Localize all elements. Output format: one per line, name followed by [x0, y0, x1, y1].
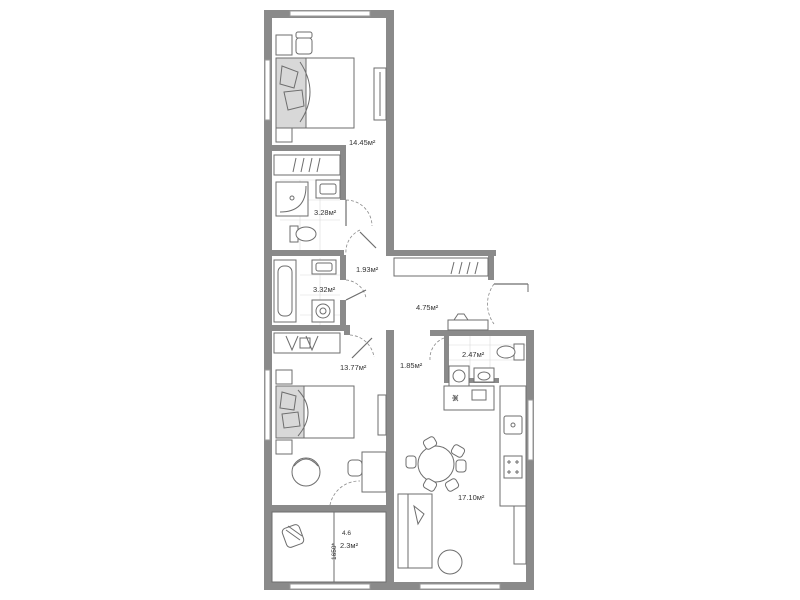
- window-icon: [264, 59, 271, 121]
- wall-wc-left: [444, 336, 449, 381]
- wall-bed2-stub: [344, 325, 350, 335]
- nightstand-icon: [275, 369, 293, 385]
- chair-icon: [281, 524, 305, 548]
- desk-icon: [361, 451, 387, 493]
- wall-bed1-bath1: [264, 145, 344, 151]
- nightstand-icon: [275, 439, 293, 455]
- wc: 2.47м²: [429, 336, 526, 387]
- room-area-label: 14.45м²: [349, 138, 376, 147]
- stove-icon: [503, 455, 523, 479]
- room-area-label: 1.85м²: [400, 361, 423, 370]
- nightstand-icon: [275, 127, 293, 143]
- window-icon: [289, 10, 371, 17]
- sink-icon: [311, 259, 337, 275]
- room-area-label: 2.47м²: [462, 350, 485, 359]
- door-icon: [351, 337, 373, 359]
- door-icon: [359, 231, 377, 249]
- door-swing: [429, 337, 445, 361]
- wall-bath2-right: [340, 255, 346, 280]
- hall: 4.75м²: [393, 257, 529, 331]
- wall-right-upper: [386, 10, 394, 250]
- wall-bath1-right: [340, 145, 346, 200]
- door-icon: [345, 289, 367, 301]
- door-swing: [345, 229, 361, 255]
- chair-icon: [347, 459, 363, 477]
- room-area-label: 1.93м²: [356, 265, 379, 274]
- wall-living-left: [386, 490, 394, 590]
- wardrobe-icon: [377, 394, 387, 436]
- wall-left: [264, 10, 272, 590]
- room-area-label: 3.28м²: [314, 208, 337, 217]
- sink-icon: [473, 367, 495, 383]
- corridor-small: 1.93м²: [345, 229, 379, 274]
- bedroom-1: 14.45м²: [275, 31, 387, 147]
- sink-icon: [315, 179, 341, 199]
- nightstand-icon: [275, 34, 293, 56]
- balcony: 4.6 2.3м² 1650*: [271, 511, 387, 583]
- window-icon: [289, 583, 371, 590]
- bed-icon: [275, 57, 355, 129]
- door-swing: [349, 334, 375, 358]
- wardrobe-icon: [373, 67, 387, 121]
- wall-balcony-top: [264, 505, 394, 512]
- sink-icon: [503, 415, 523, 435]
- wall-bath1-bath2: [264, 250, 344, 256]
- room-area-label: 2.3м²: [340, 541, 359, 550]
- room-area-label: 17.10м²: [458, 493, 485, 502]
- wall-hall-right-stub: [488, 250, 494, 280]
- balcony-height-label: 1650*: [331, 543, 338, 560]
- wardrobe-icon: [393, 257, 489, 277]
- room-area-label: 4.75м²: [416, 303, 439, 312]
- wall-wc-top: [430, 330, 534, 336]
- sofa-icon: [397, 493, 433, 569]
- wall-bed2-right: [386, 330, 394, 510]
- toilet-icon: [496, 343, 525, 361]
- washing-machine-icon: [311, 299, 335, 323]
- wall-wc-bottom: [444, 378, 499, 383]
- wall-bath2-right-lower: [340, 300, 346, 330]
- door-swing: [329, 480, 361, 506]
- chair-icon: [291, 457, 321, 487]
- window-icon: [419, 583, 501, 590]
- balcony-frame: [271, 511, 387, 583]
- window-icon: [527, 399, 534, 461]
- cabinet-icon: [513, 505, 527, 565]
- balcony-size-label: 4.6: [342, 530, 351, 537]
- room-area-label: 3.32м²: [313, 285, 336, 294]
- shower-icon: [275, 181, 309, 217]
- coffee-table-icon: [437, 549, 463, 575]
- corridor-2: 1.85м²: [400, 361, 423, 370]
- wall-bath2-bed2: [264, 325, 344, 331]
- door-swing: [345, 199, 373, 227]
- room-area-label: 13.77м²: [340, 363, 367, 372]
- wall-hall-top: [386, 250, 496, 256]
- dining-table-icon: [405, 436, 467, 492]
- bench-icon: [447, 313, 489, 331]
- window-icon: [264, 369, 271, 441]
- bedroom-2: 13.77м²: [273, 332, 387, 506]
- kitchen-counter: [443, 385, 495, 411]
- kitchen-counter: [499, 385, 527, 507]
- bed-icon: [275, 385, 355, 439]
- washing-machine-icon: [448, 365, 470, 387]
- bathtub-icon: [273, 259, 297, 323]
- wardrobe-icon: [273, 154, 341, 176]
- bathroom-2: 3.32м²: [273, 258, 367, 325]
- wardrobe-icon: [273, 332, 341, 354]
- chair-icon: [295, 31, 313, 55]
- windows: [264, 10, 534, 590]
- door-swing: [487, 283, 495, 325]
- kitchen-living: 17.10м²: [397, 385, 527, 575]
- toilet-icon: [289, 225, 317, 243]
- door-swing: [345, 279, 367, 299]
- bathroom-1: 3.28м²: [273, 154, 373, 250]
